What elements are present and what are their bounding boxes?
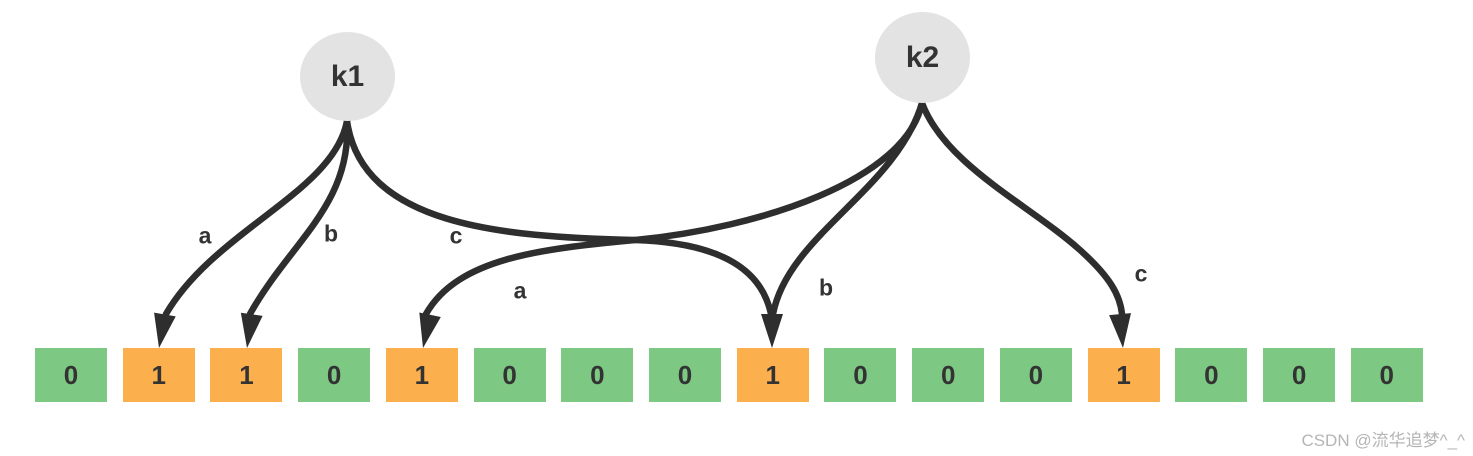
curve-k2-hash-a (422, 99, 926, 318)
bit-cell-3: 0 (298, 348, 371, 402)
key-node-k1: k1 (300, 32, 395, 121)
bit-cell-12: 1 (1087, 348, 1160, 402)
key-node-k2: k2 (875, 12, 970, 103)
curve-k1-hash-a (162, 117, 351, 318)
arrowhead-cell-8 (761, 314, 783, 348)
bit-cell-6: 0 (561, 348, 634, 402)
arrowhead-cell-12 (1109, 313, 1131, 348)
bit-cell-14: 0 (1263, 348, 1336, 402)
bit-cell-0: 0 (35, 348, 107, 402)
arrowhead-cell-4 (419, 312, 441, 348)
hash-label-k2-a: a (513, 277, 527, 304)
curve-k2-hash-c (918, 99, 1126, 318)
hash-label-k1-b: b (323, 220, 339, 247)
bit-cell-11: 0 (999, 348, 1072, 402)
hash-label-k2-b: b (818, 274, 834, 301)
curve-k1-hash-b (246, 117, 351, 318)
curve-k1-hash-c (343, 117, 775, 318)
bit-cell-9: 0 (824, 348, 897, 402)
arrowhead-cell-2 (240, 312, 263, 348)
hash-label-k1-a: a (198, 222, 212, 249)
bit-cell-5: 0 (473, 348, 546, 402)
bit-cell-4: 1 (385, 348, 458, 402)
bit-cell-1: 1 (122, 348, 195, 402)
hash-label-k1-c: c (449, 222, 463, 249)
bit-cell-15: 0 (1350, 348, 1423, 402)
curve-k2-hash-b (769, 99, 926, 318)
bit-cell-8: 1 (736, 348, 809, 402)
bit-cell-10: 0 (912, 348, 985, 402)
watermark: CSDN @流华追梦^_^ (1301, 431, 1465, 450)
bit-cell-7: 0 (649, 348, 722, 402)
bit-cell-2: 1 (210, 348, 283, 402)
hash-label-k2-c: c (1134, 260, 1148, 287)
bit-cell-13: 0 (1175, 348, 1248, 402)
arrowhead-cell-1 (154, 312, 176, 348)
